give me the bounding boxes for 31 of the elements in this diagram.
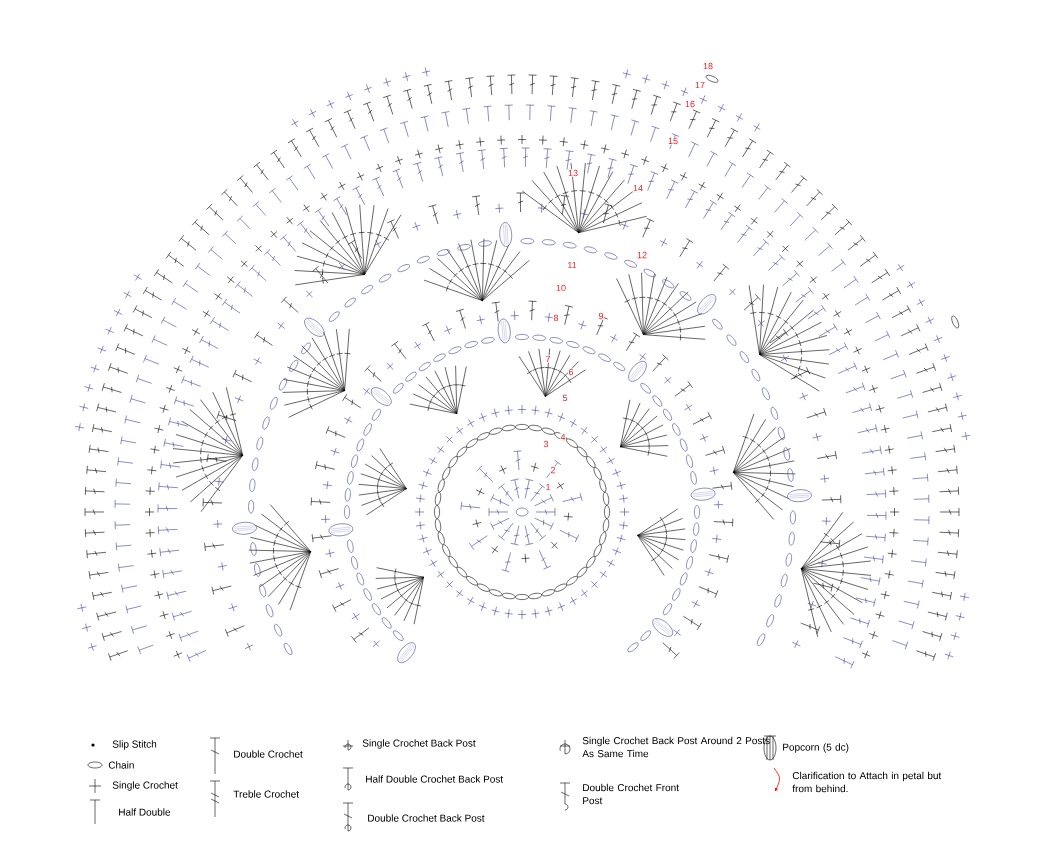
round-number: 14	[632, 184, 644, 192]
round-number: 16	[684, 100, 696, 108]
round-number: 2	[549, 466, 557, 474]
round-number: 5	[561, 394, 569, 402]
round-number: 6	[567, 368, 575, 376]
legend-label: Popcorn (5 dc)	[783, 743, 849, 753]
legend-label: Double Crochet Back Post	[368, 814, 485, 822]
round-number: 4	[559, 433, 567, 441]
round-number: 18	[702, 62, 714, 70]
round-number: 13	[567, 169, 579, 177]
legend-label: Half Double Crochet Back Post	[366, 775, 504, 783]
legend-label: Clarification to Attach in petal but from behind.	[792, 771, 942, 793]
legend-label: Double Crochet Front Post	[583, 783, 679, 805]
legend-label: Single Crochet Back Post	[362, 739, 476, 749]
round-number: 12	[636, 251, 648, 259]
legend-label: Half Double	[119, 808, 171, 816]
round-number: 9	[597, 312, 605, 320]
legend-label: Single Crochet Back Post Around 2 Posts As Same Time	[582, 736, 770, 758]
legend-label: Slip Stitch	[112, 740, 157, 750]
round-number: 3	[542, 440, 550, 448]
round-number: 1	[544, 483, 552, 491]
round-number: 8	[552, 314, 560, 322]
legend-label: Single Crochet	[112, 781, 178, 791]
legend-label: Chain	[108, 761, 134, 769]
round-number: 17	[694, 81, 706, 89]
round-number: 15	[667, 137, 679, 145]
round-number: 11	[566, 261, 578, 269]
round-number: 10	[555, 284, 567, 292]
legend-label: Treble Crochet	[233, 790, 299, 798]
round-number: 7	[544, 355, 552, 363]
legend-label: Double Crochet	[234, 750, 303, 758]
